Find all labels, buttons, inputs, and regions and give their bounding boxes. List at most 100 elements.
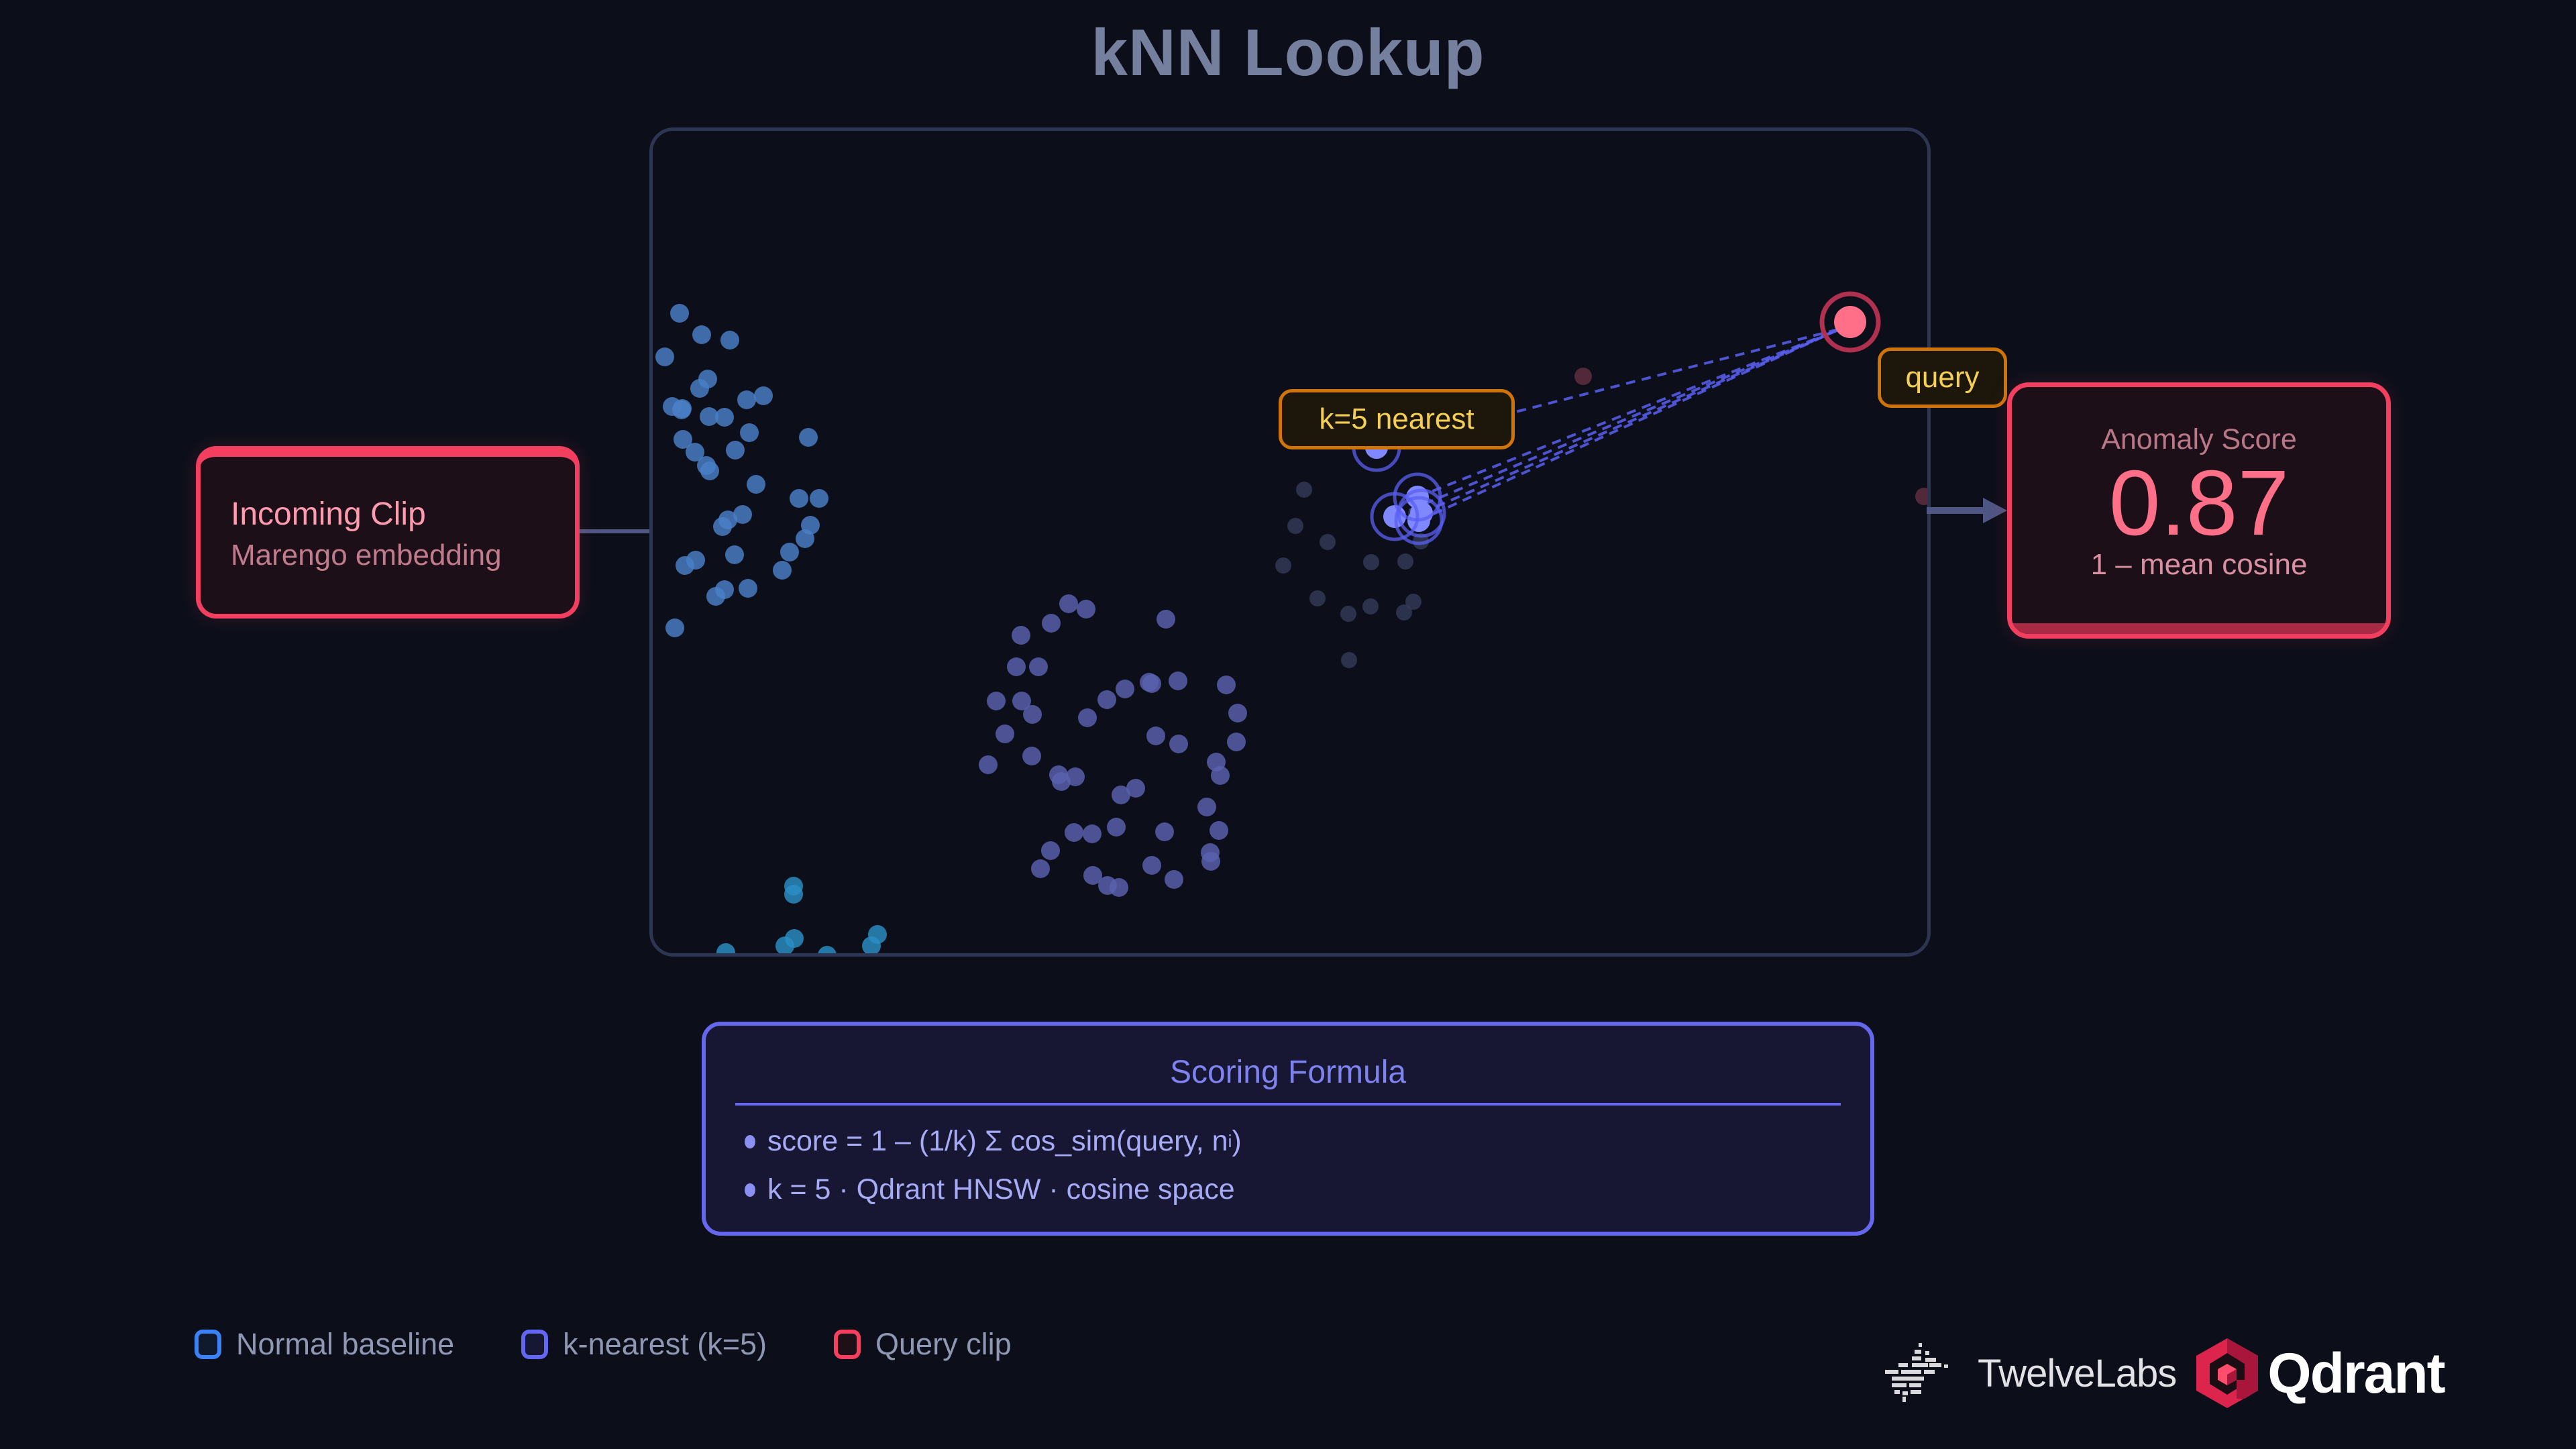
knn-nearest-tag: k=5 nearest: [1279, 389, 1515, 449]
scatter-point: [1029, 657, 1048, 676]
legend-label: k-nearest (k=5): [563, 1327, 767, 1361]
scatter-point: [700, 407, 718, 426]
scatter-point: [1107, 818, 1126, 837]
formula-subscript: i: [1228, 1131, 1232, 1151]
scatter-point: [1022, 747, 1041, 765]
scatter-point: [979, 755, 998, 774]
scatter-point: [996, 724, 1014, 743]
scatter-point: [1110, 878, 1128, 897]
scoring-formula-box: Scoring Formula score = 1 – (1/k) Σ cos_…: [702, 1022, 1874, 1236]
embedding-plot: [649, 127, 1931, 957]
query-ring: [1819, 291, 1881, 353]
legend-label: Query clip: [875, 1327, 1012, 1361]
formula-item-params: k = 5 · Qdrant HNSW · cosine space: [745, 1173, 1235, 1206]
scatter-point: [1227, 733, 1246, 751]
legend-item-k-nearest: k-nearest (k=5): [521, 1327, 767, 1362]
page-title: kNN Lookup: [1091, 15, 1485, 89]
scatter-point: [1210, 821, 1228, 840]
anomaly-score-subtitle: 1 – mean cosine: [2090, 548, 2308, 581]
scatter-point: [716, 943, 735, 953]
scatter-point: [740, 423, 759, 442]
scatter-point: [655, 347, 674, 366]
scatter-point: [1165, 870, 1183, 889]
scatter-point: [1275, 557, 1291, 574]
scatter-point: [1228, 704, 1247, 722]
scatter-point: [1066, 767, 1085, 786]
scatter-point: [1320, 534, 1336, 550]
knn-link-line: [1421, 327, 1841, 515]
qdrant-logo-icon: [2196, 1338, 2259, 1408]
scatter-point: [1405, 594, 1421, 610]
scatter-point: [810, 489, 828, 508]
scatter-point: [674, 430, 692, 449]
scatter-point: [1078, 708, 1097, 727]
scatter-point: [747, 475, 765, 494]
scatter-point: [1065, 823, 1083, 842]
scatter-point: [720, 331, 739, 350]
score-card-bottom-bar: [2012, 623, 2386, 634]
scatter-point: [1197, 798, 1216, 816]
scatter-point: [686, 443, 704, 462]
incoming-clip-title: Incoming Clip: [231, 496, 426, 532]
scatter-point: [1112, 786, 1130, 804]
anomaly-score-value: 0.87: [2108, 451, 2290, 555]
formula-title: Scoring Formula: [1169, 1055, 1407, 1090]
scatter-point: [1012, 626, 1030, 645]
scatter-point: [1362, 598, 1379, 614]
bullet-icon: [745, 1183, 755, 1197]
knn-ring: [1397, 488, 1446, 538]
qdrant-wordmark: Qdrant: [2267, 1341, 2445, 1405]
formula-score-text: score = 1 – (1/k) Σ cos_sim(query, n: [767, 1125, 1228, 1157]
scatter-point: [737, 390, 756, 409]
scatter-point: [1023, 705, 1042, 724]
scatter-point: [1041, 841, 1060, 860]
scatter-point: [1126, 779, 1145, 798]
incoming-clip-subtitle: Marengo embedding: [231, 539, 502, 572]
scatter-point: [697, 456, 716, 475]
anomaly-score-card: Anomaly Score 0.87 1 – mean cosine: [2007, 382, 2391, 639]
scatter-point: [780, 543, 799, 561]
scatter-point: [1169, 735, 1188, 753]
formula-divider: [735, 1103, 1841, 1106]
scatter-point: [790, 489, 808, 508]
scatter-point: [715, 408, 734, 427]
scatter-point: [1201, 852, 1220, 871]
legend-item-query-clip: Query clip: [834, 1327, 1012, 1362]
scatter-point: [1397, 553, 1413, 570]
scatter-point: [1915, 488, 1927, 505]
scatter-point: [1116, 680, 1134, 698]
scatter-point: [1155, 822, 1174, 841]
anomaly-score-label: Anomaly Score: [2101, 423, 2297, 455]
scatter-point: [1340, 606, 1356, 622]
scatter-point: [868, 925, 887, 944]
scatter-point: [715, 580, 734, 599]
scatter-point: [1834, 306, 1866, 338]
scatter-point: [754, 386, 773, 405]
legend-swatch-purple-icon: [521, 1330, 549, 1359]
scatter-point: [713, 517, 732, 536]
legend-item-normal-baseline: Normal baseline: [195, 1327, 454, 1362]
scatter-point: [692, 325, 711, 344]
scatter-point: [799, 428, 818, 447]
knn-link-line: [1418, 327, 1841, 522]
scatter-point: [1049, 765, 1068, 784]
bullet-icon: [745, 1134, 755, 1148]
scatter-point: [1169, 672, 1187, 690]
twelvelabs-wordmark: TwelveLabs: [1978, 1351, 2177, 1395]
scatter-point: [1077, 600, 1095, 619]
knn-ring: [1370, 492, 1419, 541]
scatter-point: [1142, 674, 1161, 693]
scatter-point: [673, 399, 692, 418]
scatter-point: [1146, 727, 1165, 745]
formula-params-text: k = 5 · Qdrant HNSW · cosine space: [767, 1173, 1235, 1205]
scatter-point: [1097, 690, 1116, 709]
scatter-point: [726, 441, 745, 460]
scatter-point: [784, 885, 803, 904]
scatter-point: [1083, 866, 1102, 885]
scatter-point: [1309, 590, 1326, 606]
twelvelabs-logo-icon: [1885, 1343, 1948, 1402]
scatter-point: [1287, 518, 1303, 534]
scatter-point: [725, 545, 744, 564]
scatter-point: [1157, 610, 1175, 629]
